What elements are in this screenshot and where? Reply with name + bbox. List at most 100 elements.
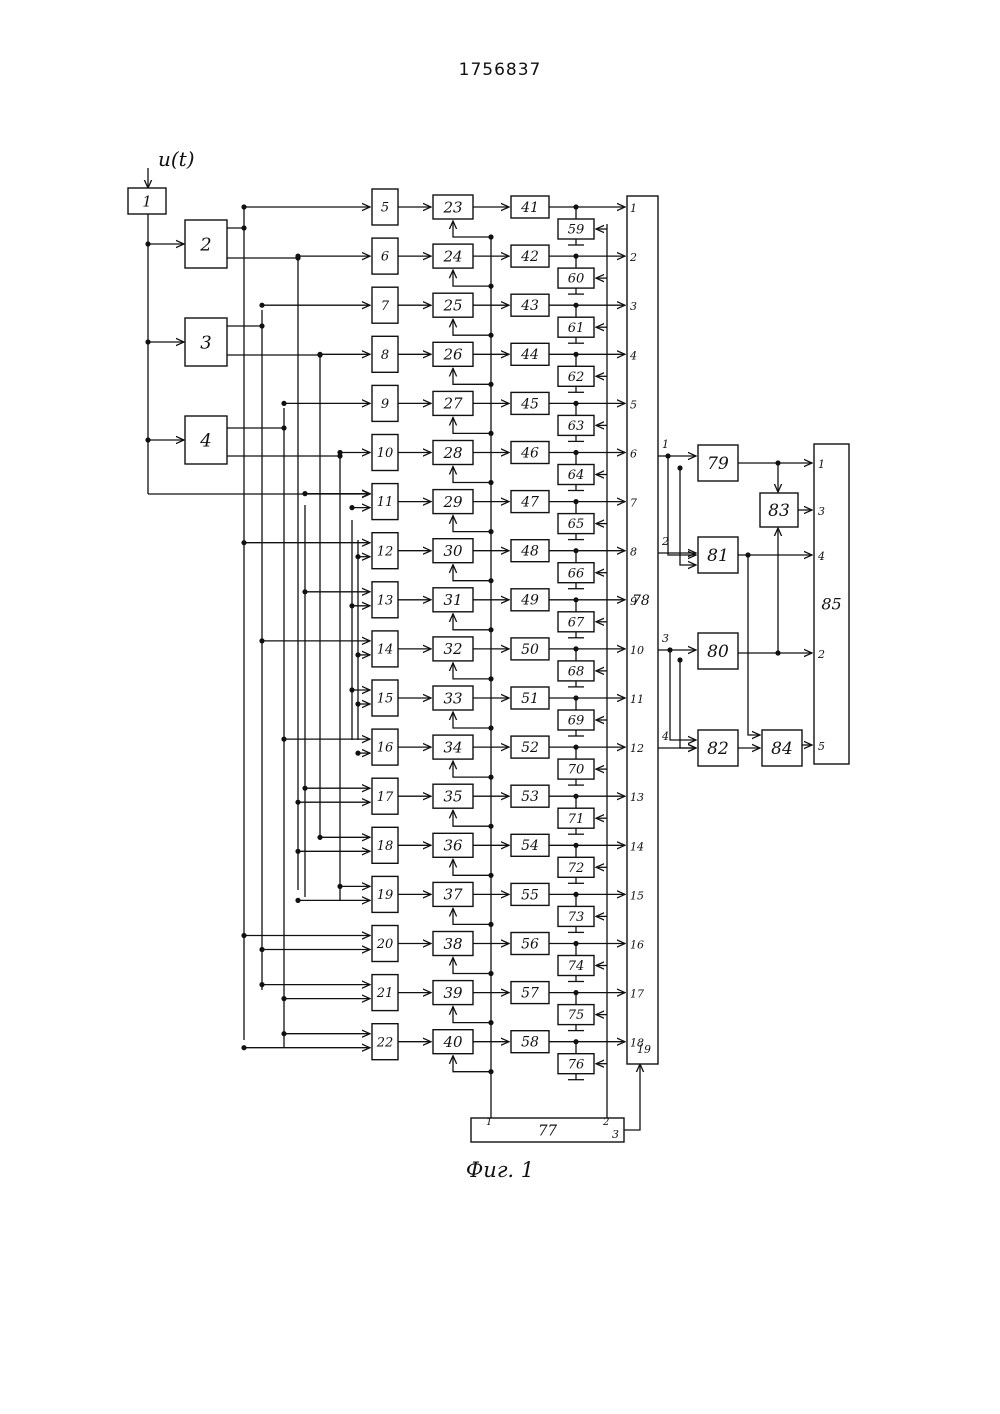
block-80-label: 80 [707,642,729,662]
block-42: 42 [511,245,549,267]
block-73: 73 [558,906,594,926]
block-56: 56 [511,933,549,955]
block-24: 24 [433,244,473,268]
block-81-label: 81 [707,546,729,566]
mux-input-3: 3 [630,300,637,313]
block-68: 68 [558,661,594,681]
block-37: 37 [433,882,473,906]
block-69-label: 69 [568,714,585,729]
controller-port-2: 2 [602,1117,609,1128]
block-18-label: 18 [377,839,394,854]
block-12: 12 [372,533,398,569]
mux-input-7: 7 [630,497,637,510]
block-12-label: 12 [377,544,394,559]
result-input-1: 1 [818,458,825,471]
block-56-label: 56 [521,936,539,952]
to-84 [748,555,760,735]
block-68-label: 68 [568,664,585,679]
feedback-line [453,221,491,237]
block-67: 67 [558,612,594,632]
block-51: 51 [511,687,549,709]
input-signal-label: u(t) [158,147,195,171]
block-6-label: 6 [381,250,389,265]
block-38-label: 38 [443,935,462,953]
feedback-line [453,663,491,679]
mux-input-14: 14 [630,840,644,853]
block-77: 77 [471,1118,624,1142]
block-19: 19 [372,876,398,912]
block-55-label: 55 [521,887,539,903]
block-58-label: 58 [521,1035,539,1051]
controller-port-3: 3 [612,1128,619,1141]
block-10: 10 [372,435,398,471]
output-line-3: 3 [662,632,669,645]
block-82-label: 82 [707,739,729,759]
block-17-label: 17 [377,790,394,805]
block-67-label: 67 [568,615,585,630]
block-84-label: 84 [771,739,793,759]
block-10-label: 10 [377,446,394,461]
mux-input-5: 5 [630,398,637,411]
mux-input-15: 15 [630,889,644,902]
block-59: 59 [558,219,594,239]
block-2: 2 [185,220,227,268]
block-17: 17 [372,778,398,814]
feedback-line [453,516,491,532]
block-24-label: 24 [442,247,462,265]
block-36-label: 36 [443,837,463,855]
block-62: 62 [558,366,594,386]
block-73-label: 73 [568,910,585,925]
mux-control-19: 19 [637,1043,651,1056]
block-13-label: 13 [377,593,394,608]
feedback-line [453,958,491,974]
feedback-line [453,270,491,286]
block-23-label: 23 [442,198,462,216]
block-45-label: 45 [520,396,539,412]
block-13: 13 [372,582,398,618]
block-29-label: 29 [442,493,463,511]
block-34-label: 34 [443,738,462,756]
mux-input-8: 8 [630,546,637,559]
block-15-label: 15 [377,692,394,707]
block-36: 36 [433,833,473,857]
block-48: 48 [511,540,549,562]
mux-input-16: 16 [630,939,644,952]
block-64-label: 64 [568,468,585,483]
block-77-label: 77 [538,1121,558,1139]
result-input-2: 2 [817,648,825,661]
block-2-label: 2 [199,234,211,255]
controller-port-1: 1 [486,1117,492,1128]
block-66: 66 [558,563,594,583]
block-55: 55 [511,883,549,905]
block-65-label: 65 [568,517,585,532]
output-line-1: 1 [662,438,669,451]
block-26-label: 26 [442,346,463,364]
block-40-label: 40 [442,1033,463,1051]
block-83-label: 83 [768,501,790,521]
block-11-label: 11 [377,495,394,510]
block-14-label: 14 [377,642,394,657]
feedback-line [453,810,491,826]
cross-link [670,650,696,740]
block-63-label: 63 [568,419,585,434]
block-9-label: 9 [381,397,389,412]
block-46: 46 [511,442,549,464]
result-input-5: 5 [818,740,825,753]
mux-input-13: 13 [630,791,644,804]
block-30: 30 [433,539,473,563]
block-71-label: 71 [568,812,585,827]
block-39: 39 [433,981,473,1005]
block-72-label: 72 [568,861,585,876]
block-74: 74 [558,956,594,976]
block-84: 84 [762,730,802,766]
controller-to-mux [624,1064,640,1130]
block-6: 6 [372,238,398,274]
feedback-line [453,1056,491,1072]
block-69: 69 [558,710,594,730]
block-48-label: 48 [520,544,539,560]
block-57-label: 57 [521,986,539,1002]
block-61: 61 [558,317,594,337]
block-14: 14 [372,631,398,667]
block-52: 52 [511,736,549,758]
